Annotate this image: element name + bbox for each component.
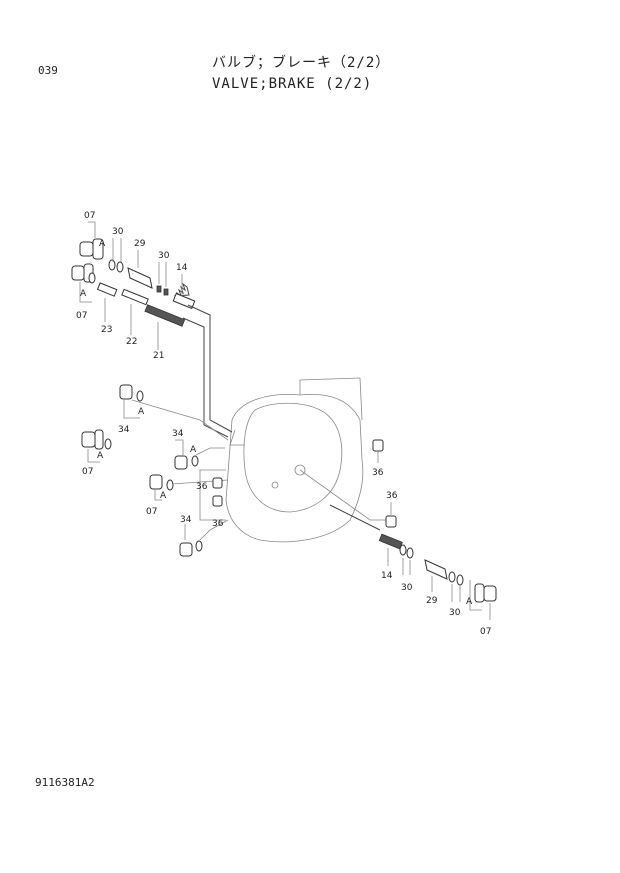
- callout-14: 14: [381, 571, 393, 581]
- callout-a: A: [80, 289, 87, 299]
- callout-22: 22: [126, 337, 137, 347]
- callout-labels: 07 A 30 29 30 14 A 07 23 22 21 A 34 A 07…: [76, 211, 491, 637]
- callout-21: 21: [153, 351, 164, 361]
- callout-a: A: [160, 491, 167, 501]
- callout-07: 07: [82, 467, 93, 477]
- callout-07: 07: [76, 311, 87, 321]
- callout-a: A: [190, 445, 197, 455]
- drawing-number: 9116381A2: [35, 776, 95, 789]
- title-english: VALVE;BRAKE (2/2): [212, 76, 373, 92]
- callout-29: 29: [134, 239, 146, 249]
- callout-07: 07: [480, 627, 491, 637]
- callout-a: A: [99, 239, 106, 249]
- callout-23: 23: [101, 325, 112, 335]
- callout-34: 34: [118, 425, 130, 435]
- callout-30: 30: [158, 251, 170, 261]
- callout-34: 34: [180, 515, 192, 525]
- left-plugs: [81, 384, 229, 557]
- callout-34: 34: [172, 429, 184, 439]
- page-number: 039: [38, 64, 58, 77]
- upper-leaders: [79, 221, 183, 350]
- callout-07: 07: [84, 211, 95, 221]
- callout-30: 30: [449, 608, 461, 618]
- callout-29: 29: [426, 596, 438, 606]
- title-japanese: バルブ；ブレーキ（2/2）: [212, 55, 391, 71]
- upper-spool-assembly: [71, 238, 233, 438]
- callout-30: 30: [401, 583, 413, 593]
- valve-housing: [199, 377, 392, 543]
- callout-07: 07: [146, 507, 157, 517]
- callout-a: A: [97, 451, 104, 461]
- callout-36: 36: [386, 491, 398, 501]
- callout-a: A: [466, 597, 473, 607]
- callout-36: 36: [196, 482, 208, 492]
- callout-a: A: [138, 407, 145, 417]
- callout-36: 36: [372, 468, 384, 478]
- lower-spool-assembly: [329, 504, 497, 620]
- callout-36: 36: [212, 519, 224, 529]
- callout-30: 30: [112, 227, 124, 237]
- right-plugs: [372, 439, 397, 528]
- callout-14: 14: [176, 263, 188, 273]
